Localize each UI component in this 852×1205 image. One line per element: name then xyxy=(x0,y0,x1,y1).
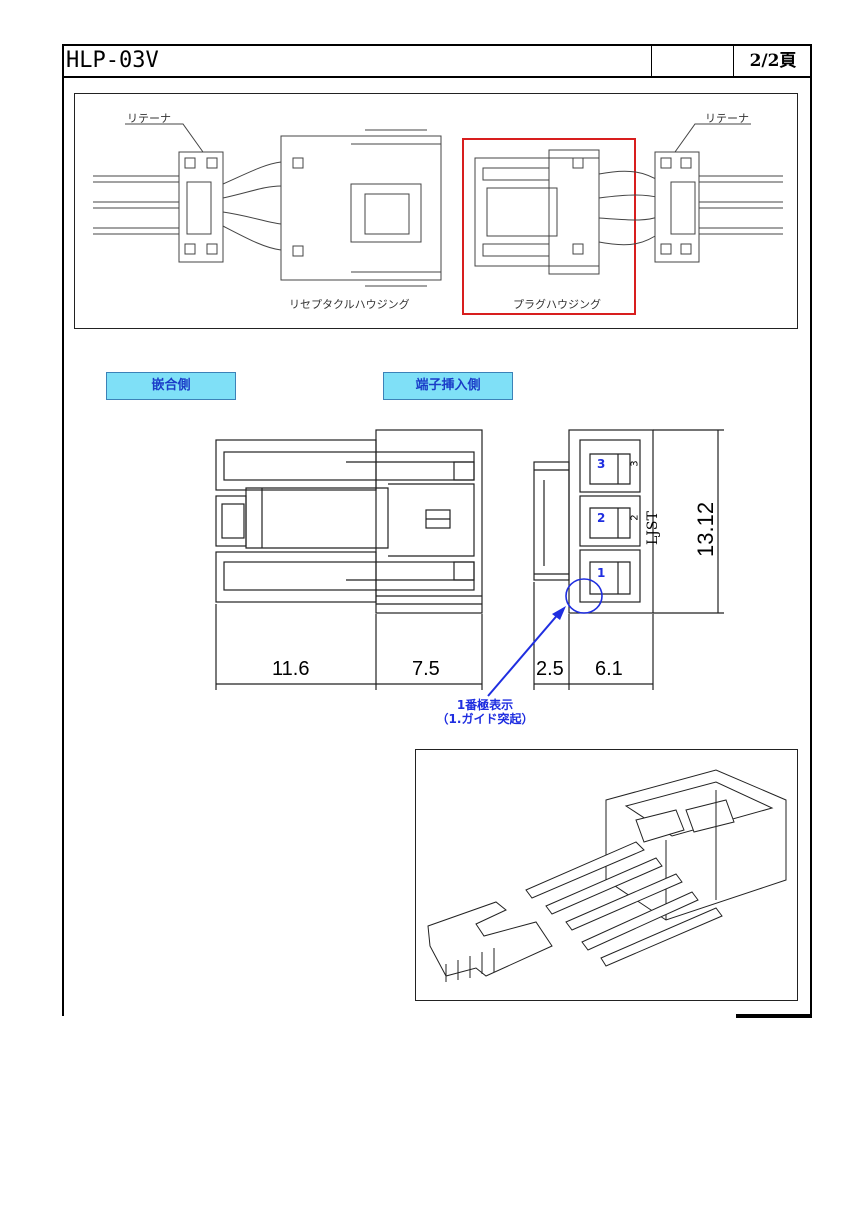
assembly-figure: リテーナ リテーナ リセプタクルハウジング プラグハウジング xyxy=(74,93,798,329)
frame-left-border xyxy=(62,76,64,1016)
frame-right-border xyxy=(810,76,812,1018)
frame-bottom-mark xyxy=(736,1014,812,1018)
part-number: HLP-03V xyxy=(62,44,652,78)
dimension-7-5: 7.5 xyxy=(412,658,440,680)
retainer-right-label: リテーナ xyxy=(705,112,749,125)
pin1-note: 1番極表示 （1.ガイド突起） xyxy=(420,698,550,726)
isometric-illustration xyxy=(415,749,798,1001)
pin-1-label: 1 xyxy=(597,566,606,580)
pin1-note-line1: 1番極表示 xyxy=(456,698,514,712)
isometric-drawing xyxy=(427,769,787,982)
header-blank-cell xyxy=(652,44,734,78)
dimension-height: 13.12 xyxy=(693,501,718,557)
receptacle-housing-label: リセプタクルハウジング xyxy=(289,298,410,311)
retainer-left-label: リテーナ xyxy=(127,112,171,125)
housing-marking: LJST xyxy=(645,511,661,545)
mating-side-label: 嵌合側 xyxy=(106,372,236,400)
pin-3-label: 3 xyxy=(597,457,606,471)
insertion-side-label: 端子挿入側 xyxy=(383,372,513,400)
plug-housing-label: プラグハウジング xyxy=(513,298,601,311)
pin-2-label: 2 xyxy=(597,511,606,525)
technical-drawing xyxy=(215,429,724,697)
dimension-2-5: 2.5 xyxy=(536,658,564,680)
pin-3-small-label: 3 xyxy=(629,460,641,467)
page-number: 2/2頁 xyxy=(749,51,797,71)
pin1-note-line2: （1.ガイド突起） xyxy=(436,712,534,726)
dimension-6-1: 6.1 xyxy=(595,658,623,680)
dimension-11-6: 11.6 xyxy=(272,658,310,680)
assembly-drawing xyxy=(93,123,783,315)
pin-2-small-label: 2 xyxy=(629,514,641,521)
header-frame xyxy=(62,44,812,78)
